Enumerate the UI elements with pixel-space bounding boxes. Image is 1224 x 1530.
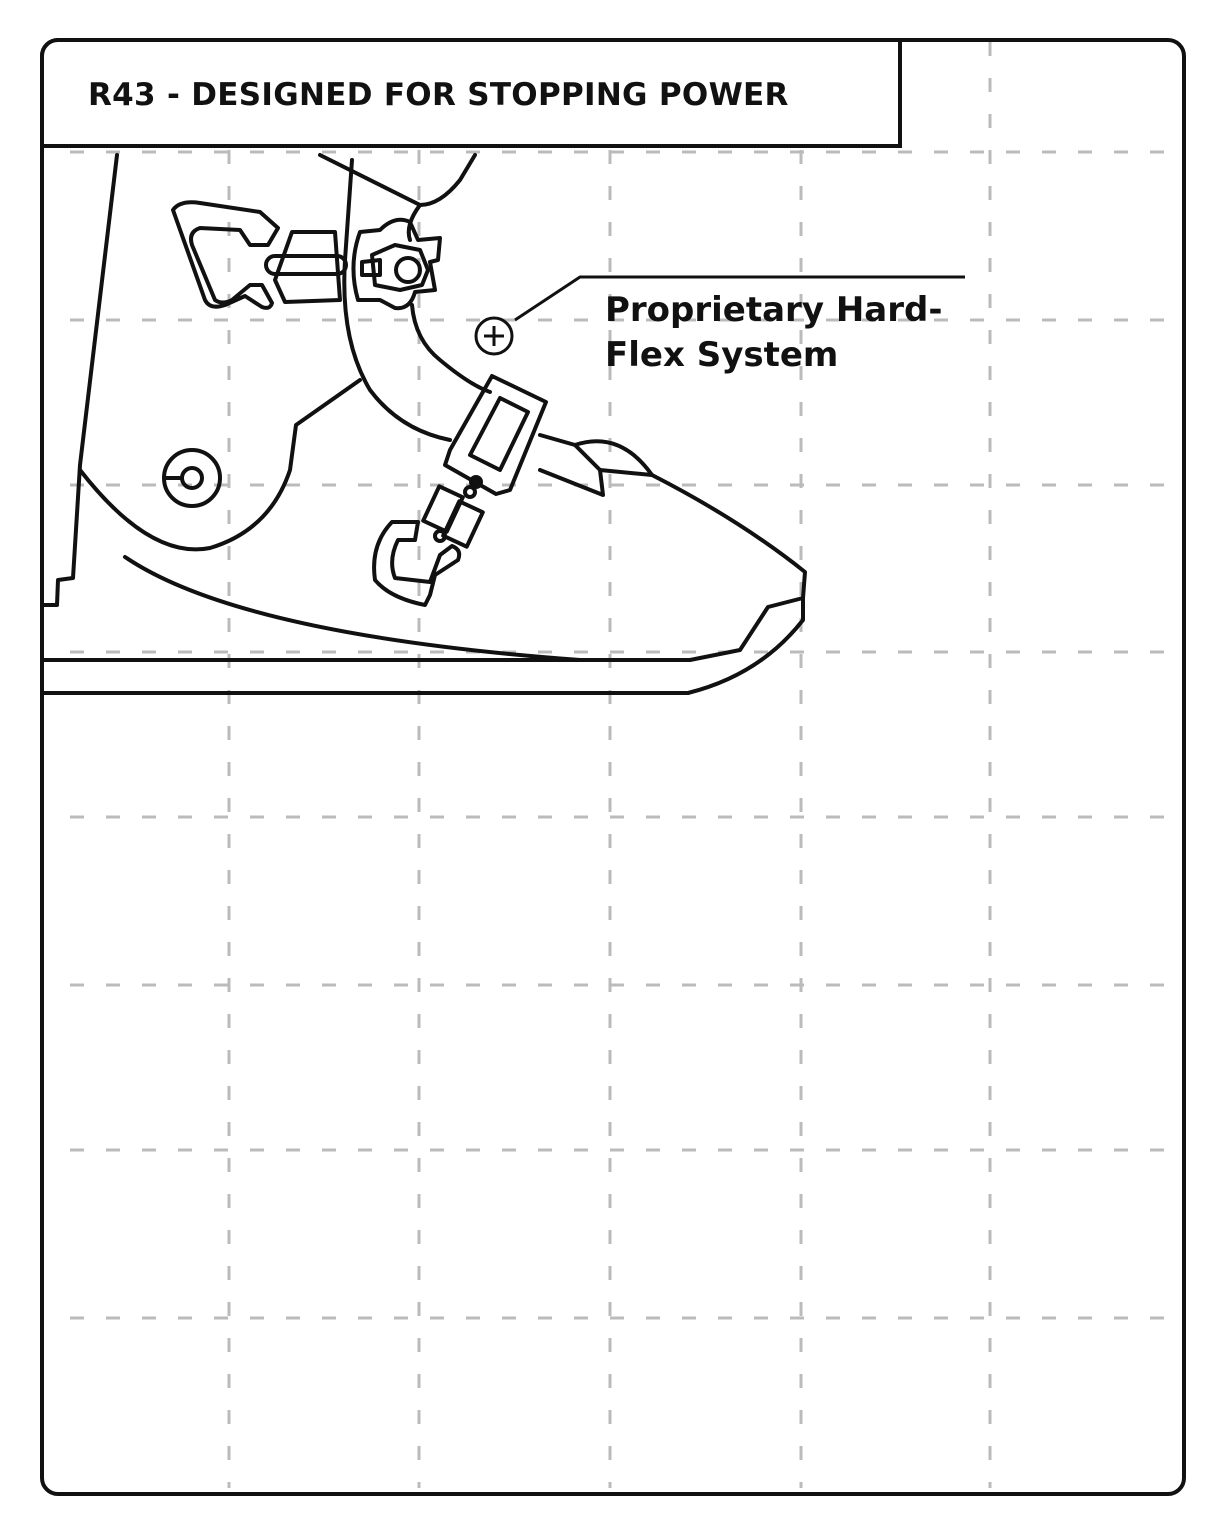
page-title: R43 - DESIGNED FOR STOPPING POWER — [88, 77, 789, 113]
feature-callout: Proprietary Hard- Flex System — [605, 288, 985, 378]
callout-line-1: Proprietary Hard- — [605, 290, 943, 330]
title-box: R43 - DESIGNED FOR STOPPING POWER — [40, 38, 902, 148]
callout-leader — [474, 275, 965, 356]
dashed-grid — [70, 42, 1178, 1488]
plus-circle-icon[interactable] — [474, 316, 514, 356]
boot-outline — [42, 153, 807, 695]
diagram-frame — [40, 38, 1186, 1496]
callout-line-2: Flex System — [605, 335, 839, 375]
